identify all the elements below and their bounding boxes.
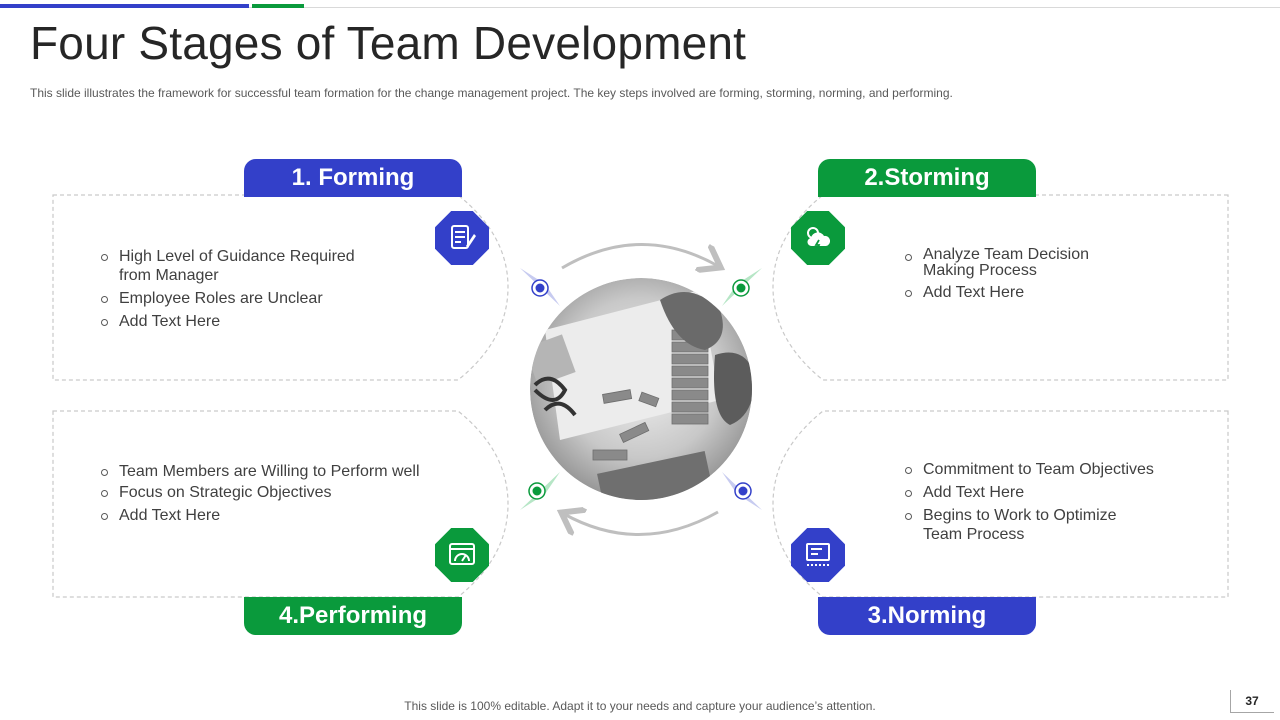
cycle-arrow-top	[561, 243, 718, 268]
storming-bullets: Analyze Team Decision Making Process Add…	[905, 247, 1165, 306]
page-number-divider	[1230, 690, 1231, 712]
presentation-board-icon	[791, 528, 845, 582]
norming-panel	[772, 410, 1229, 598]
forming-panel	[52, 194, 509, 381]
tab-norming: 3.Norming	[818, 597, 1036, 635]
top-rule	[0, 7, 1280, 8]
norming-bullet-1: Commitment to Team Objectives	[905, 460, 1195, 479]
forming-bullets: High Level of Guidance Required from Man…	[101, 247, 401, 335]
slide-footer: This slide is 100% editable. Adapt it to…	[404, 699, 876, 713]
speedometer-icon	[435, 528, 489, 582]
center-photo	[530, 278, 752, 500]
top-accent-green	[252, 4, 304, 8]
cycle-arrow-bottom	[564, 512, 719, 536]
performing-panel	[52, 410, 509, 598]
page-number: 37	[1245, 694, 1259, 708]
performing-bullet-2: Focus on Strategic Objectives	[101, 483, 461, 502]
performing-bullet-1: Team Members are Willing to Perform well	[101, 462, 461, 481]
storming-bullet-2: Add Text Here	[905, 283, 1165, 302]
slide-subtitle: This slide illustrates the framework for…	[30, 86, 953, 100]
forming-bullet-2: Employee Roles are Unclear	[101, 289, 401, 308]
norming-bullet-3: Begins to Work to Optimize Team Process	[905, 506, 1195, 544]
top-accent-blue	[0, 4, 249, 8]
tab-performing: 4.Performing	[244, 597, 462, 635]
slide-title: Four Stages of Team Development	[30, 17, 747, 69]
tab-forming: 1. Forming	[244, 159, 462, 197]
forming-bullet-1: High Level of Guidance Required from Man…	[101, 247, 401, 285]
tab-storming: 2.Storming	[818, 159, 1036, 197]
norming-bullets: Commitment to Team Objectives Add Text H…	[905, 460, 1195, 548]
storming-bullet-1: Analyze Team Decision Making Process	[905, 247, 1165, 279]
page-number-rule	[1230, 712, 1274, 713]
document-pen-icon	[435, 211, 489, 265]
performing-bullets: Team Members are Willing to Perform well…	[101, 462, 461, 529]
norming-bullet-2: Add Text Here	[905, 483, 1195, 502]
forming-bullet-3: Add Text Here	[101, 312, 401, 331]
storming-panel	[772, 194, 1229, 381]
performing-bullet-3: Add Text Here	[101, 506, 461, 525]
cloud-sun-storm-icon	[791, 211, 845, 265]
